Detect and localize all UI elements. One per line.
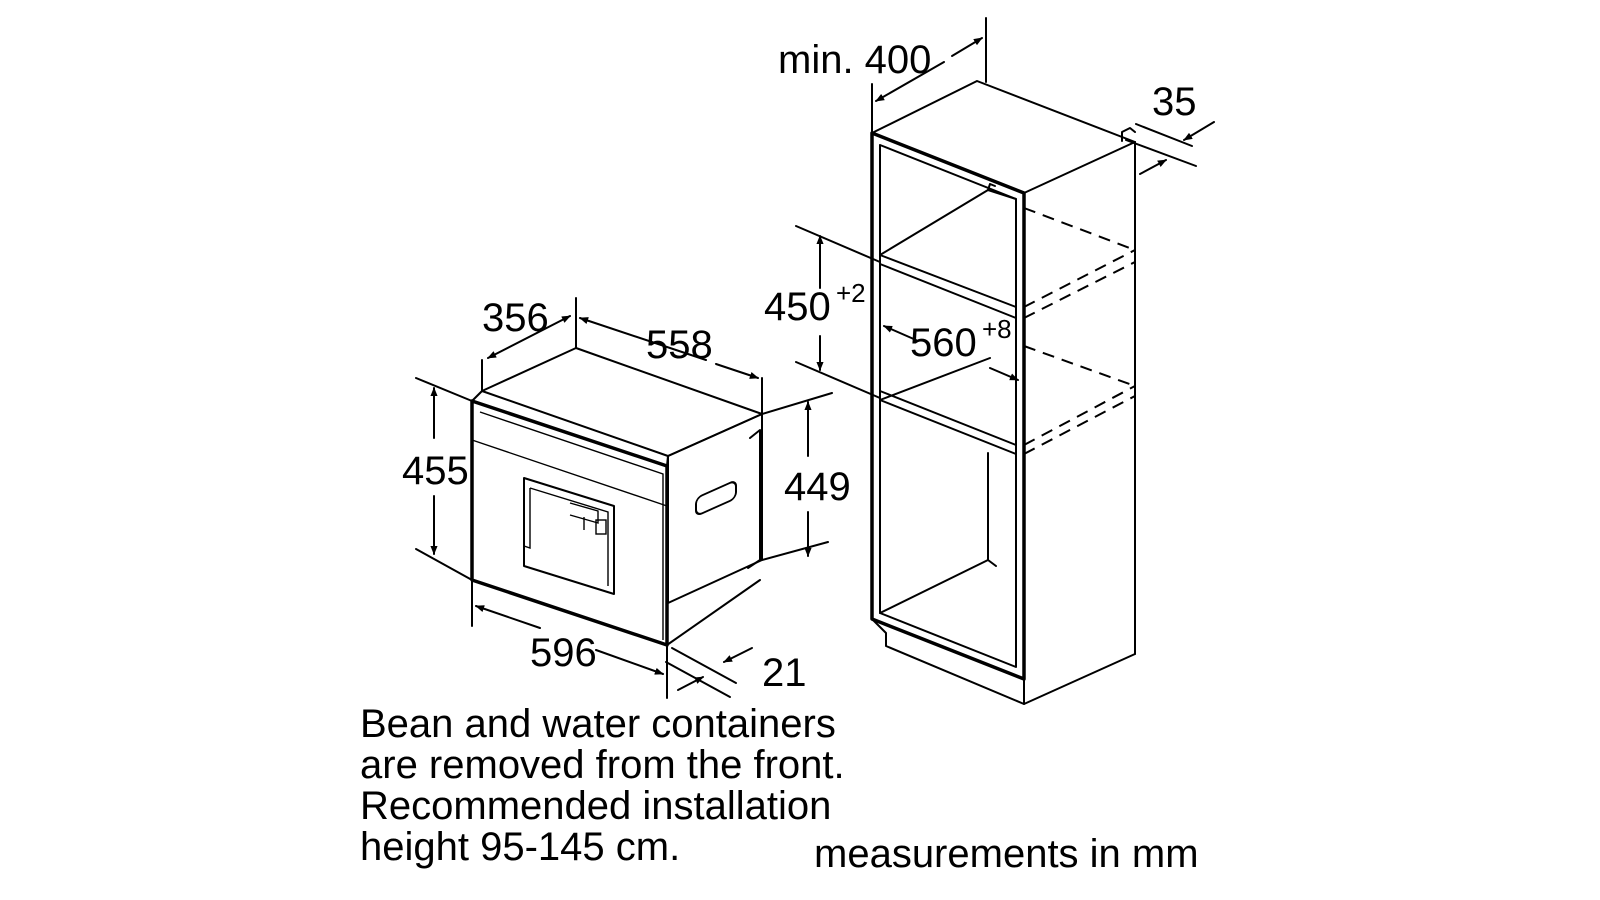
units-caption: measurements in mm: [814, 832, 1199, 876]
appliance-dimension-lines: [415, 297, 833, 699]
cabinet-dimension-lines: [795, 17, 1215, 399]
dim-558: 558: [646, 323, 713, 367]
dim-455: 455: [402, 449, 469, 493]
note-line: height 95-145 cm.: [360, 825, 681, 869]
appliance-drawing: [470, 347, 763, 647]
dim-450-tolerance: +2: [836, 278, 866, 308]
dim-560: 560: [910, 321, 977, 365]
dim-450: 450: [764, 285, 831, 329]
dim-596: 596: [530, 631, 597, 675]
dim-560-tolerance: +8: [982, 314, 1012, 344]
note-line: Recommended installation: [360, 784, 832, 828]
dim-min-400: min. 400: [778, 38, 931, 82]
dim-356: 356: [482, 296, 549, 340]
cabinet-drawing: [870, 80, 1136, 705]
dim-449: 449: [784, 465, 851, 509]
dimension-labels: min. 400 35 450 +2 560 +8 356 558 455 44…: [402, 38, 1197, 695]
dim-35: 35: [1152, 80, 1197, 124]
note-line: Bean and water containers: [360, 702, 836, 746]
note-line: are removed from the front.: [360, 743, 845, 787]
installation-note: Bean and water containers are removed fr…: [360, 704, 845, 868]
dim-21: 21: [762, 651, 807, 695]
